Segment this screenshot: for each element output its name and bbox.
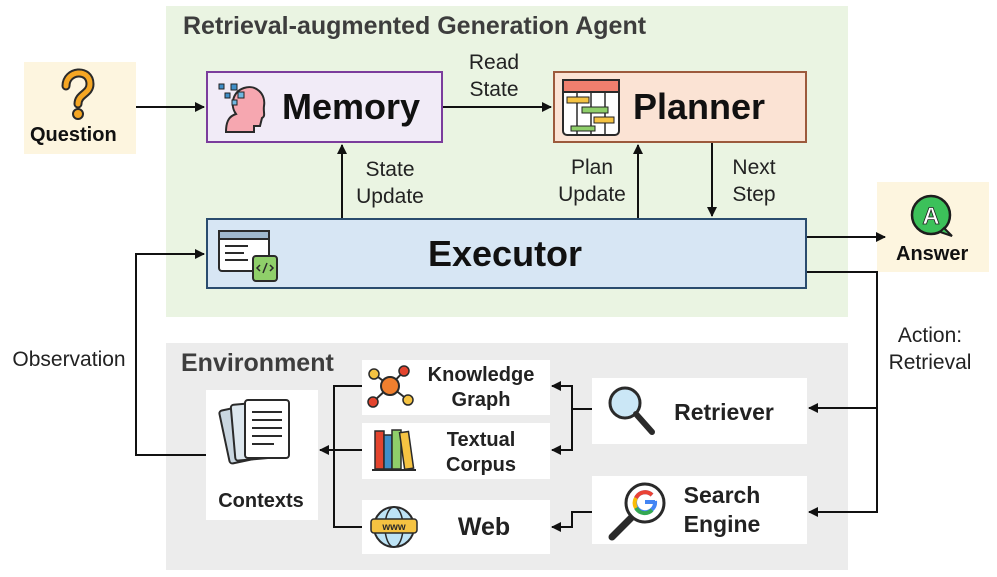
retriever-to-kg-arrow [551, 381, 592, 410]
executor-label: Executor [428, 233, 583, 274]
web-label: Web [457, 513, 511, 541]
memory-label: Memory [282, 86, 421, 127]
observation-label: Observation [12, 348, 126, 371]
contexts-label: Contexts [218, 490, 304, 512]
google-search-icon [608, 482, 666, 541]
knowledge-graph-text: Knowledge Graph [427, 364, 535, 411]
action-retrieval-line [807, 271, 878, 517]
executor-node [206, 218, 807, 289]
retriever-label: Retriever [674, 399, 774, 425]
next-step-label: Next Step [732, 156, 776, 207]
read-state-label: Read State [468, 51, 520, 102]
question-mark-icon [61, 68, 95, 120]
svg-text:www: www [381, 522, 406, 533]
planner-label: Planner [633, 86, 766, 127]
retriever-to-corpus-arrow [551, 409, 573, 455]
magnifier-icon [608, 386, 655, 435]
svg-text:A: A [922, 203, 939, 230]
textual-corpus-label: Textual Corpus [412, 428, 550, 478]
answer-bubble-icon: A [910, 194, 953, 237]
brain-head-icon [218, 83, 266, 133]
code-window-icon [218, 230, 278, 282]
rag-agent-title: Retrieval-augmented Generation Agent [183, 12, 647, 40]
sources-to-contexts-line [333, 385, 362, 528]
search-engine-label: Search Engine [683, 482, 761, 537]
environment-title: Environment [181, 349, 334, 377]
answer-label: Answer [896, 243, 969, 265]
documents-stack-icon [218, 399, 290, 465]
knowledge-graph-label: Knowledge Graph [412, 363, 550, 413]
calendar-gantt-icon [562, 79, 620, 136]
globe-www-icon: www [370, 506, 418, 548]
plan-update-label: Plan Update [558, 156, 626, 207]
question-label: Question [30, 124, 117, 146]
search-to-web-arrow [551, 511, 592, 532]
textual-corpus-text: Textual Corpus [446, 429, 516, 476]
network-nodes-icon [367, 365, 414, 408]
action-retrieval-label: Action: Retrieval [888, 324, 972, 375]
books-icon [372, 429, 416, 471]
state-update-label: State Update [356, 158, 424, 209]
observation-line [135, 249, 206, 456]
